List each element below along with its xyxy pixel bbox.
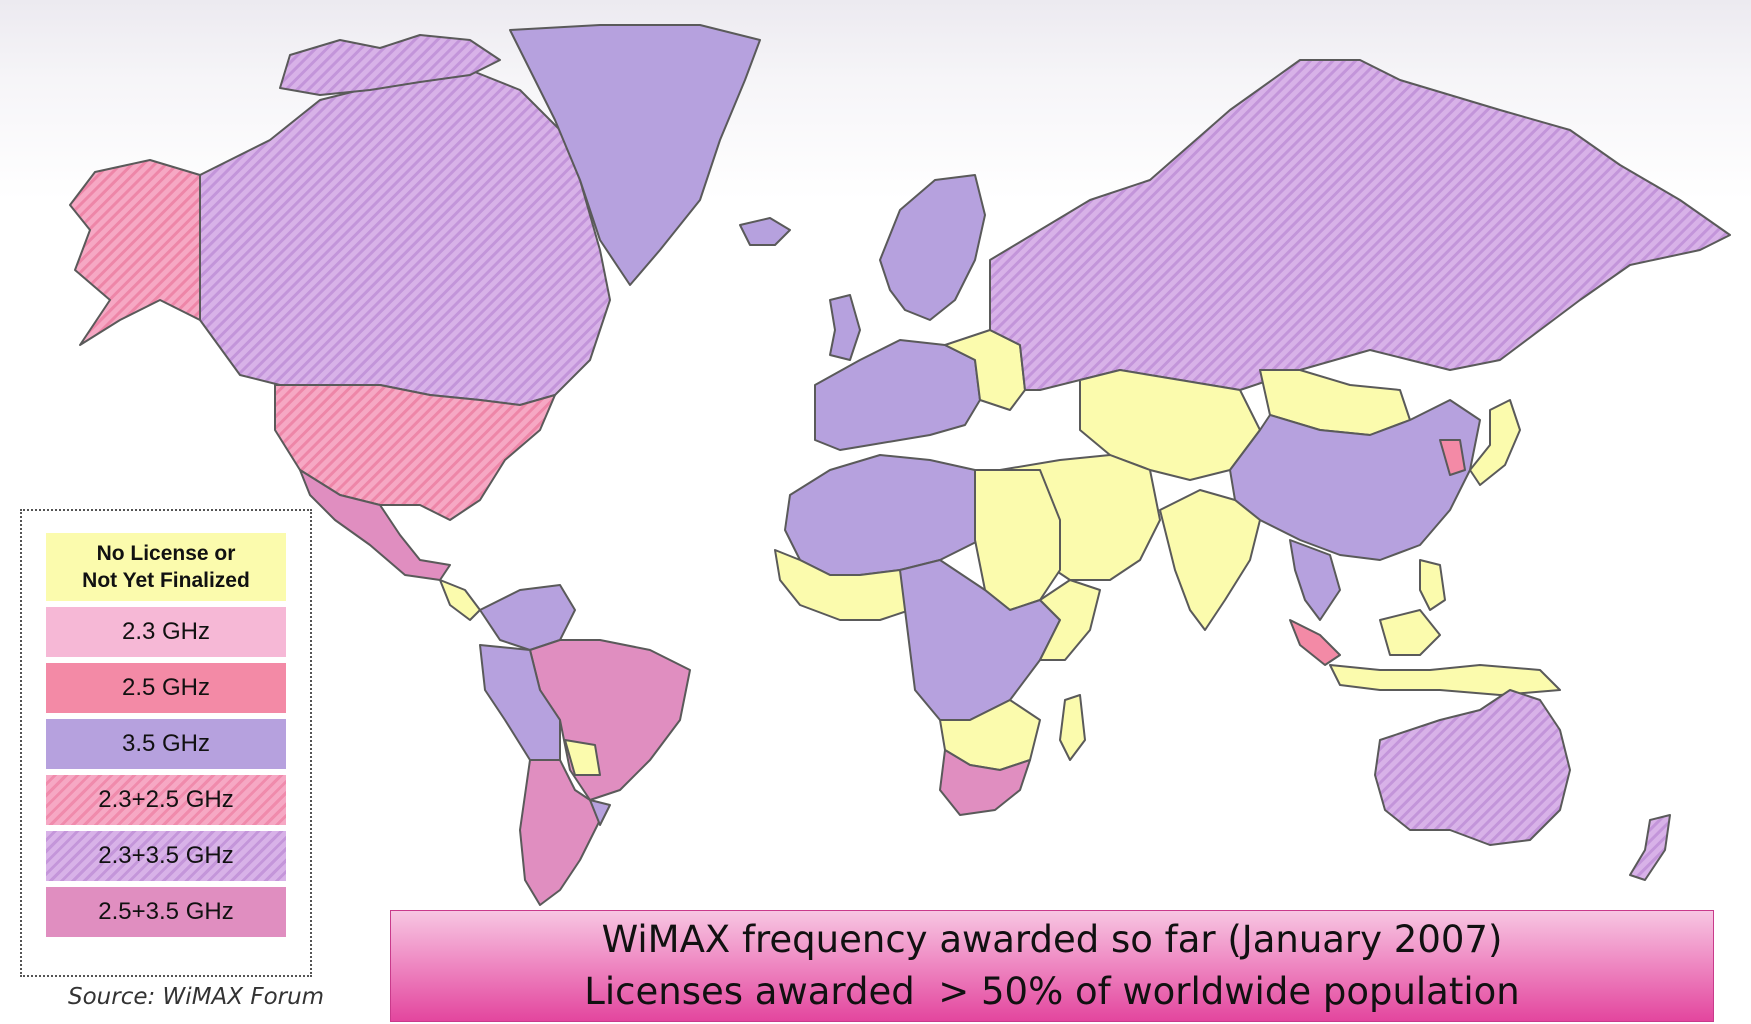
legend-2-3-3-5-ghz: 2.3+3.5 GHz xyxy=(46,831,286,881)
banner-subtitle: Licenses awarded > 50% of worldwide popu… xyxy=(584,970,1520,1013)
map-legend: No License or Not Yet Finalized 2.3 GHz … xyxy=(20,509,312,977)
legend-2-3-2-5-ghz: 2.3+2.5 GHz xyxy=(46,775,286,825)
legend-2-3-ghz: 2.3 GHz xyxy=(46,607,286,657)
region-new-zealand xyxy=(1629,814,1671,881)
region-madagascar xyxy=(1059,694,1086,761)
region-se-asia xyxy=(1289,539,1341,621)
region-uruguay xyxy=(589,799,611,826)
banner-title: WiMAX frequency awarded so far (January … xyxy=(601,918,1503,961)
legend-3-5-ghz: 3.5 GHz xyxy=(46,719,286,769)
legend-no-license-line2: Not Yet Finalized xyxy=(82,569,250,592)
legend-2-5-3-5-ghz: 2.5+3.5 GHz xyxy=(46,887,286,937)
legend-2-3-ghz-label: 2.3 GHz xyxy=(121,618,211,645)
region-western-europe xyxy=(814,339,981,451)
legend-2-5-ghz: 2.5 GHz xyxy=(46,663,286,713)
legend-2-3-3-5-ghz-label: 2.3+3.5 GHz xyxy=(98,842,234,869)
region-arctic-islands xyxy=(279,34,501,96)
title-banner: WiMAX frequency awarded so far (January … xyxy=(390,910,1714,1022)
region-iceland xyxy=(739,217,791,246)
region-scandinavia xyxy=(879,174,986,321)
region-borneo xyxy=(1379,609,1441,656)
region-argentina xyxy=(519,759,601,906)
region-russia xyxy=(989,59,1731,391)
region-east-africa xyxy=(1039,579,1101,661)
region-alaska xyxy=(69,159,201,346)
region-japan xyxy=(1469,399,1521,486)
region-canada xyxy=(199,69,611,406)
legend-2-3-2-5-ghz-label: 2.3+2.5 GHz xyxy=(98,786,234,813)
legend-2-5-ghz-label: 2.5 GHz xyxy=(121,674,211,701)
region-central-africa xyxy=(899,559,1061,721)
region-south-africa xyxy=(939,749,1031,816)
legend-2-5-3-5-ghz-label: 2.5+3.5 GHz xyxy=(98,898,234,925)
region-paraguay xyxy=(564,739,601,776)
region-malaysia xyxy=(1289,619,1341,666)
legend-no-license: No License or Not Yet Finalized xyxy=(46,533,286,601)
region-greenland xyxy=(509,24,761,286)
region-indonesia xyxy=(1329,664,1561,696)
region-egypt-sudan xyxy=(974,469,1061,611)
region-mexico xyxy=(299,469,451,581)
legend-3-5-ghz-label: 3.5 GHz xyxy=(121,730,211,757)
region-india xyxy=(1159,489,1261,631)
region-philippines xyxy=(1419,559,1446,611)
region-australia xyxy=(1374,689,1571,846)
region-uk xyxy=(829,294,861,361)
region-korea xyxy=(1439,439,1466,476)
region-central-america xyxy=(439,579,481,621)
source-caption: Source: WiMAX Forum xyxy=(68,984,325,1010)
legend-no-license-line1: No License or xyxy=(96,542,236,565)
region-colombia xyxy=(479,584,576,651)
